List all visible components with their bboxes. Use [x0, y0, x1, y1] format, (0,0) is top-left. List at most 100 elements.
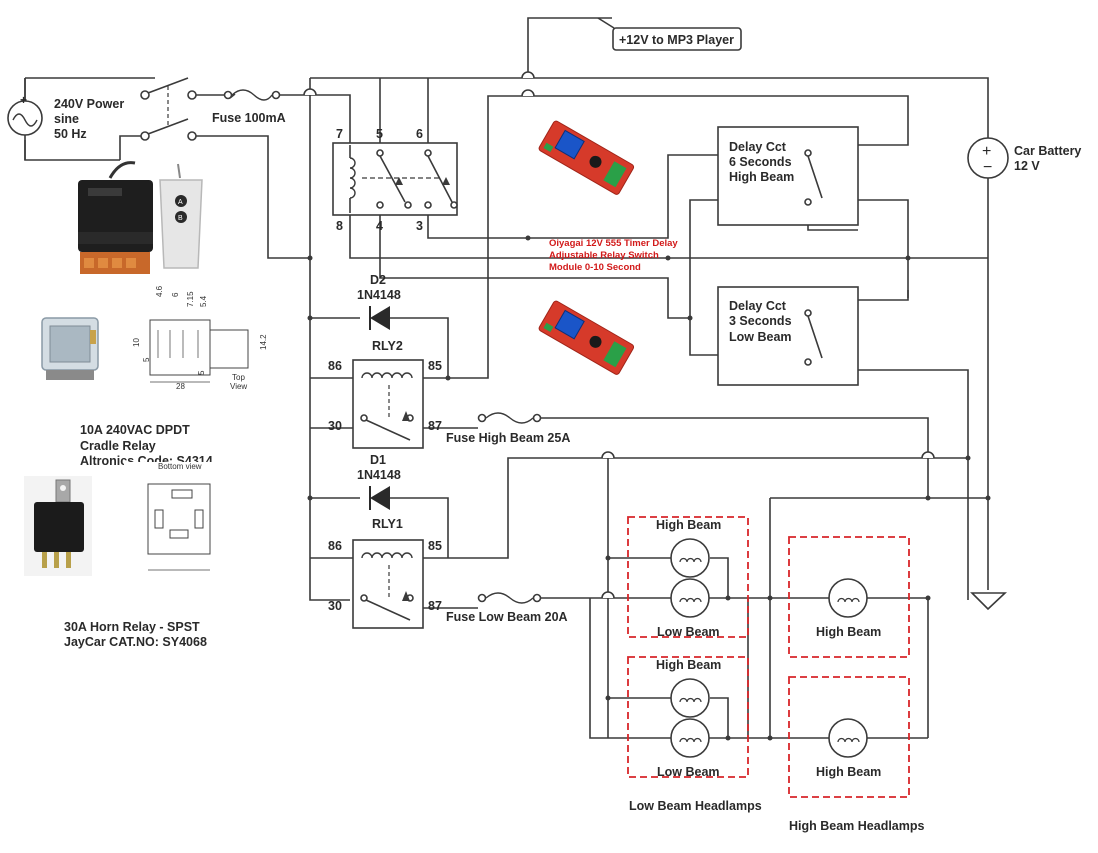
dim-54: 5.4	[199, 295, 208, 307]
mp3-label: +12V to MP3 Player	[619, 33, 734, 47]
rly1-pin-85: 85	[428, 539, 442, 553]
dim-10: 10	[132, 338, 141, 347]
dpdt-relay: 7 5 6 8 4 3	[332, 127, 458, 233]
cradle-caption-1: 10A 240VAC DPDT	[80, 423, 190, 437]
svg-text:B: B	[178, 215, 183, 222]
horn-caption: 30A Horn Relay - SPST JayCar CAT.NO: SY4…	[64, 620, 207, 649]
fuse-low-beam: Fuse Low Beam 20A	[446, 592, 568, 624]
lamp-group-2: High Beam Low Beam	[627, 656, 749, 779]
battery-symbol	[967, 137, 1009, 179]
g2-bot-label: Low Beam	[657, 765, 720, 779]
delay-low-3: Low Beam	[729, 330, 792, 344]
lamp-group-3-outline	[788, 536, 910, 658]
dpdt-pin-7: 7	[336, 127, 343, 141]
rly2-pin-86: 86	[328, 359, 342, 373]
fuse-high-label: Fuse High Beam 25A	[446, 431, 570, 445]
g1-top-label: High Beam	[656, 518, 721, 532]
battery-label-1: Car Battery	[1014, 144, 1081, 158]
dpdt-pin-8: 8	[336, 219, 343, 233]
power-label-2: sine	[54, 112, 79, 126]
fuse-high-beam: Fuse High Beam 25A	[446, 412, 570, 445]
dim-28: 28	[176, 382, 185, 391]
lamp-group-4: High Beam	[788, 676, 910, 798]
remote-fob-image: A B	[159, 163, 203, 269]
rly1-pin-30: 30	[328, 599, 342, 613]
d2-part: 1N4148	[357, 288, 401, 302]
dim-5a: 5	[142, 357, 151, 362]
ac-source-symbol	[7, 100, 43, 136]
car-battery: + − Car Battery 12 V	[967, 137, 1081, 179]
delay-high-2: 6 Seconds	[729, 155, 792, 169]
delay-high-box	[717, 126, 859, 226]
d2-name: D2	[370, 273, 386, 287]
delay-circuit-high: Delay Cct 6 Seconds High Beam	[717, 126, 859, 226]
lamp-group-4-outline	[788, 676, 910, 798]
timer-module-bottom	[538, 300, 635, 375]
svg-text:−: −	[983, 159, 992, 176]
rly2-pin-30: 30	[328, 419, 342, 433]
dpdt-pin-4: 4	[376, 219, 383, 233]
delay-low-2: 3 Seconds	[729, 314, 792, 328]
timer-module-caption: Oiyagai 12V 555 Timer Delay Adjustable R…	[549, 238, 678, 273]
relay-rly1: RLY1 86 85 30 87	[328, 517, 442, 629]
svg-text:+: +	[982, 143, 991, 160]
g2-top-label: High Beam	[656, 658, 721, 672]
mp3-label-box	[612, 27, 742, 51]
junction-dots	[307, 235, 991, 741]
dim-6: 6	[171, 292, 180, 297]
cradle-relay-image	[41, 317, 99, 380]
rly1-name: RLY1	[372, 517, 403, 531]
rly1-pin-86: 86	[328, 539, 342, 553]
g1-bot-label: Low Beam	[657, 625, 720, 639]
delay-high-1: Delay Cct	[729, 140, 787, 154]
svg-text:+: +	[20, 93, 27, 107]
module-caption-1: Oiyagai 12V 555 Timer Delay	[549, 238, 678, 249]
fuse-100-label: Fuse 100mA	[212, 111, 286, 125]
lamp-group-3: High Beam	[788, 536, 910, 658]
wire-crossovers	[303, 71, 935, 599]
ground-symbol	[970, 592, 1008, 611]
top-view-2: View	[230, 382, 247, 391]
relay-rly2: RLY2 86 85 30 87	[328, 339, 442, 449]
delay-high-3: High Beam	[729, 170, 794, 184]
low-headlamps-caption: Low Beam Headlamps	[629, 799, 762, 813]
delay-circuit-low: Delay Cct 3 Seconds Low Beam	[717, 286, 859, 386]
dpdt-relay-box	[332, 142, 458, 216]
rly2-pin-87: 87	[428, 419, 442, 433]
diode-d2-symbol	[370, 306, 390, 330]
cradle-dimension-drawing: 4.6 6 7.15 5.4 10 5 5 14.2 28 Top View	[132, 285, 268, 391]
timer-module-top	[538, 120, 635, 195]
horn-caption-1: 30A Horn Relay - SPST	[64, 620, 200, 634]
bottom-view-label: Bottom view	[158, 462, 202, 471]
horn-relay-image	[24, 476, 92, 576]
top-view-1: Top	[232, 373, 245, 382]
power-label-3: 50 Hz	[54, 127, 87, 141]
cradle-caption-2: Cradle Relay	[80, 439, 156, 453]
svg-text:A: A	[178, 199, 183, 206]
dpdt-pin-6: 6	[416, 127, 423, 141]
d1-part: 1N4148	[357, 468, 401, 482]
fuse-100ma: Fuse 100mA	[212, 89, 286, 125]
rly2-pin-85: 85	[428, 359, 442, 373]
d1-name: D1	[370, 453, 386, 467]
dim-46: 4.6	[155, 285, 164, 297]
diode-d1-symbol	[370, 486, 390, 510]
module-caption-3: Module 0-10 Second	[549, 262, 641, 273]
diode-d1: D1 1N4148	[357, 453, 401, 510]
g3-label: High Beam	[816, 625, 881, 639]
ac-source: + 240V Power sine 50 Hz	[7, 93, 124, 141]
fuse-low-label: Fuse Low Beam 20A	[446, 610, 568, 624]
dim-5b: 5	[197, 370, 206, 375]
module-caption-2: Adjustable Relay Switch	[549, 250, 659, 261]
dpdt-pin-3: 3	[416, 219, 423, 233]
remote-receiver-image	[78, 161, 153, 274]
high-headlamps-caption: High Beam Headlamps	[789, 819, 925, 833]
dim-715: 7.15	[186, 291, 195, 307]
lamp-group-2-outline	[627, 656, 749, 778]
lamp-group-1-outline	[627, 516, 749, 638]
dpdt-pin-5: 5	[376, 127, 383, 141]
horn-relay-drawing: Bottom view	[124, 462, 230, 584]
lamp-group-1: High Beam Low Beam	[627, 516, 749, 639]
